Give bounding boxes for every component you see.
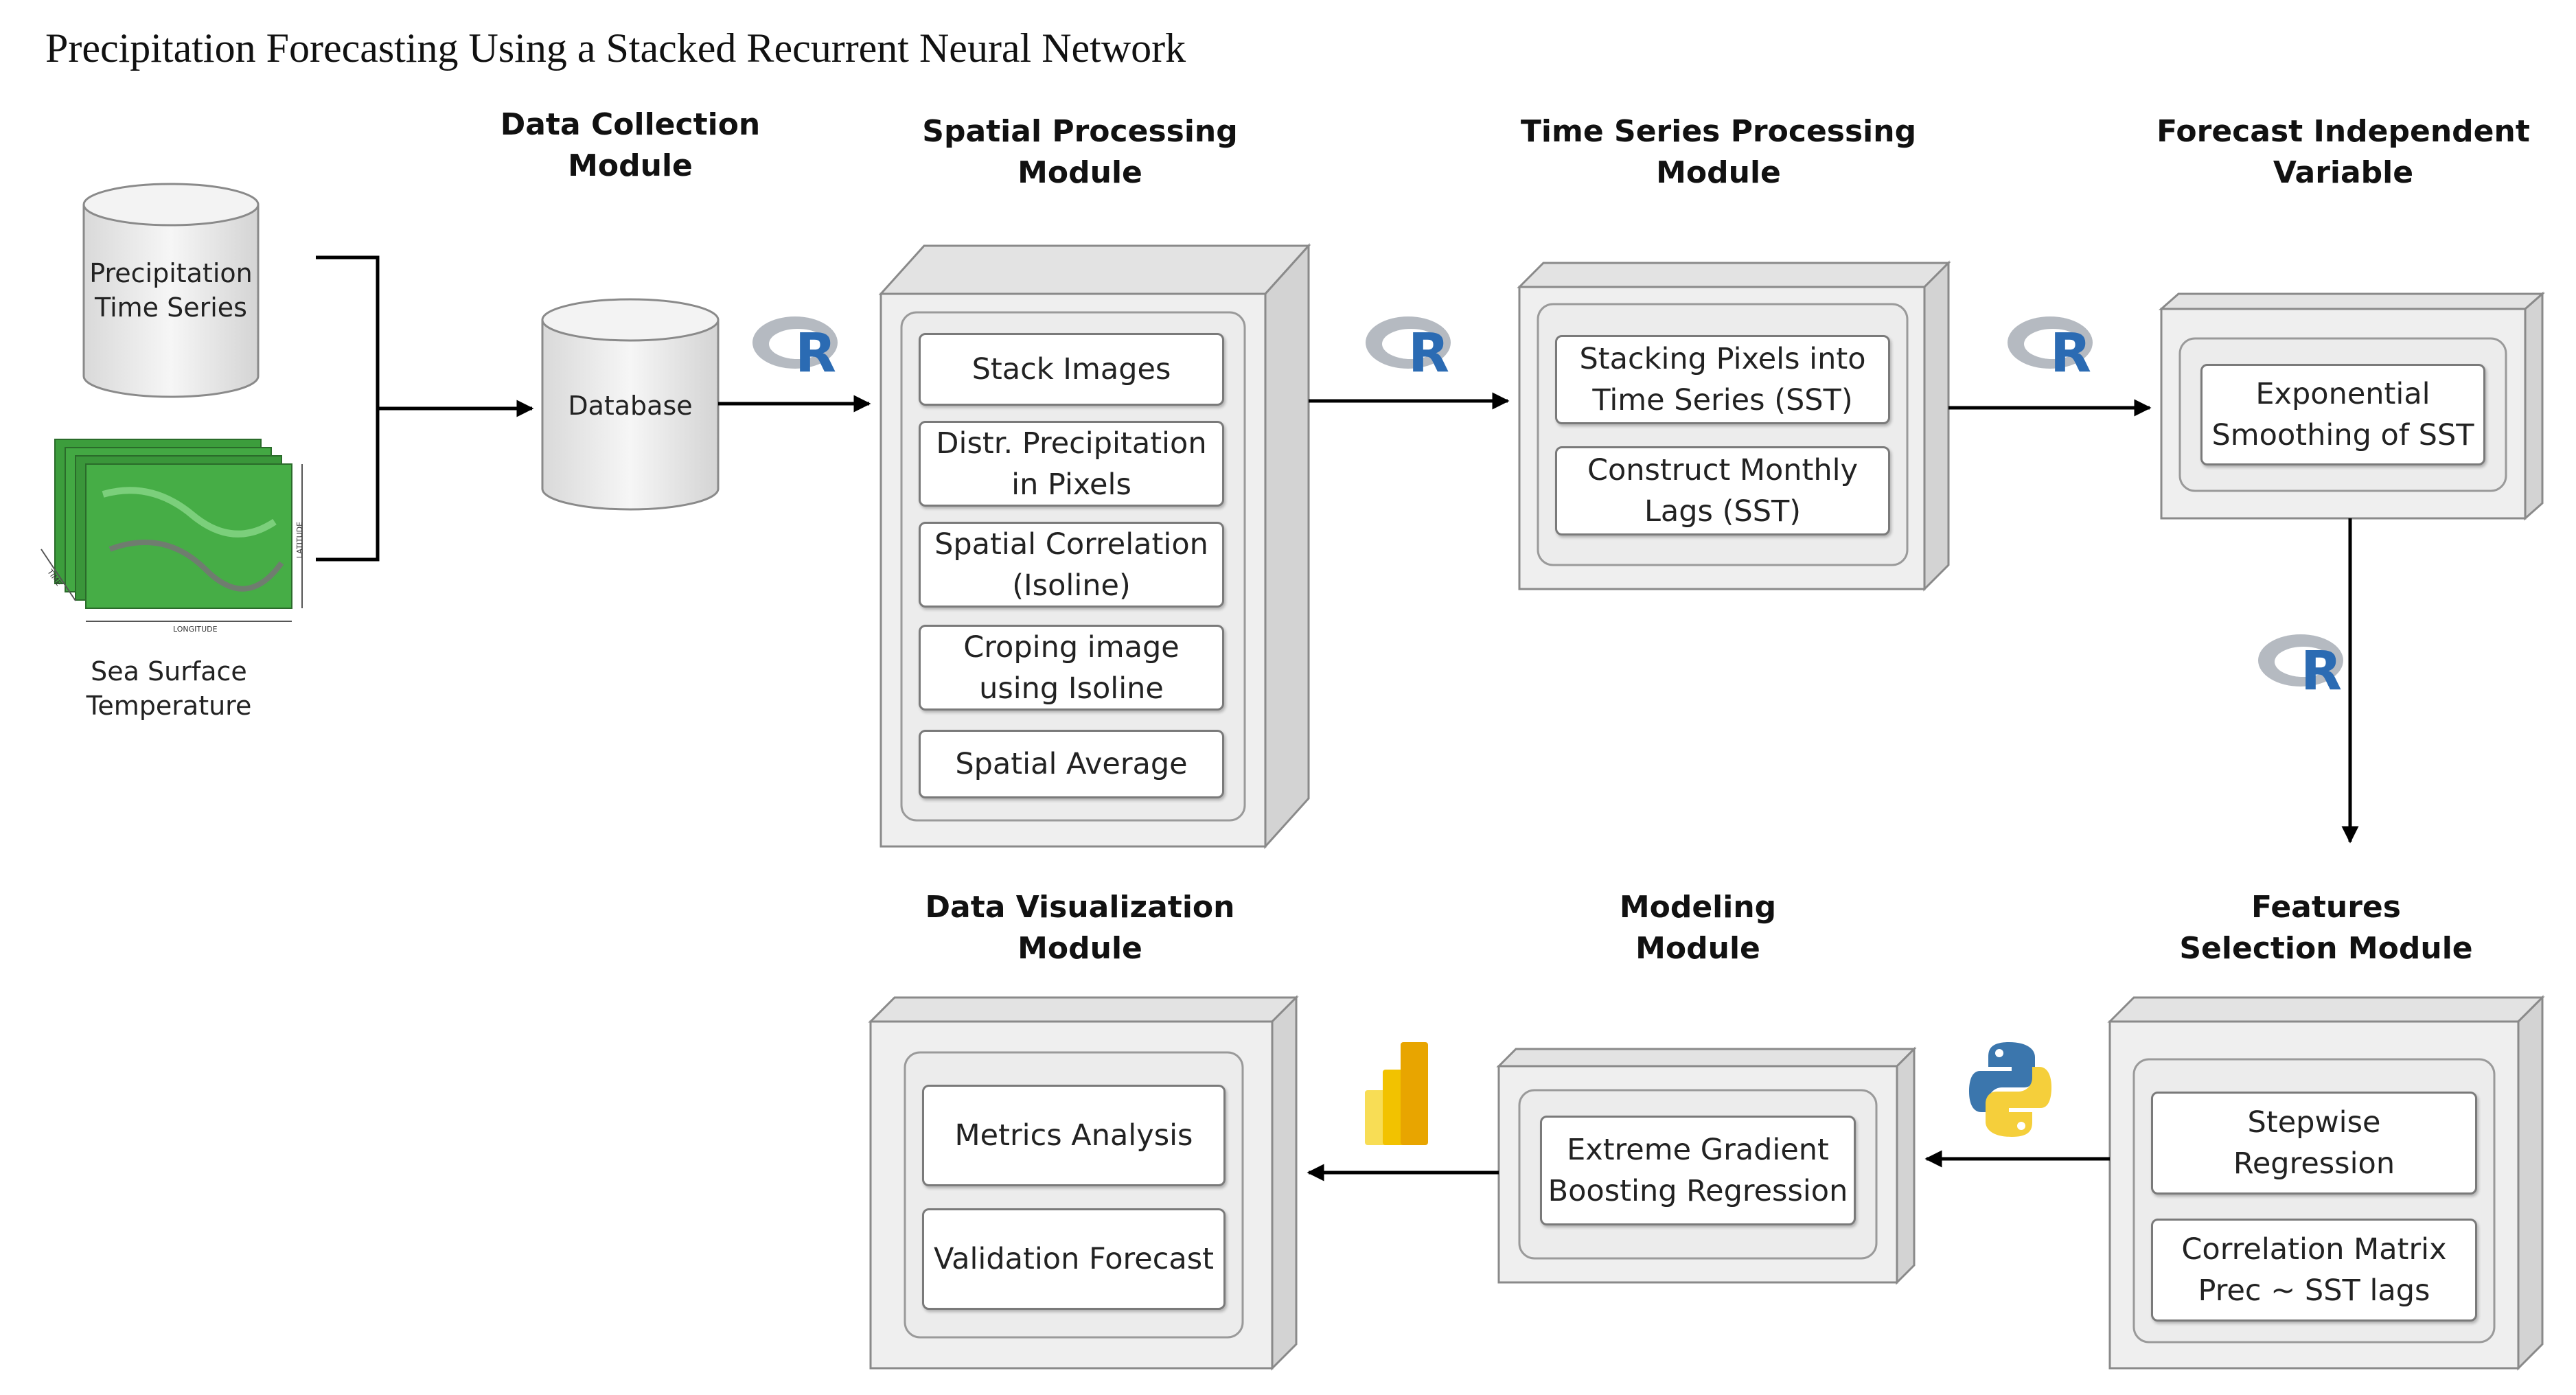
step-metrics-analysis: Metrics Analysis bbox=[922, 1085, 1226, 1186]
svg-text:R: R bbox=[1408, 323, 1449, 381]
step-spatial-correlation: Spatial Correlation (Isoline) bbox=[919, 522, 1224, 608]
step-validation-forecast: Validation Forecast bbox=[922, 1208, 1226, 1310]
modeling-heading: Modeling Module bbox=[1619, 890, 1777, 966]
svg-text:R: R bbox=[2050, 323, 2091, 381]
svg-text:R: R bbox=[795, 323, 836, 381]
python-icon bbox=[1969, 1042, 2051, 1137]
forecast-independent-heading: Forecast Independent Variable bbox=[2157, 114, 2530, 190]
features-selection-heading: Features Selection Module bbox=[2179, 890, 2473, 966]
sst-axis-latitude: LATITUDE bbox=[295, 521, 305, 559]
diagram-title: Precipitation Forecasting Using a Stacke… bbox=[45, 25, 1186, 71]
precipitation-cylinder bbox=[82, 183, 260, 398]
sst-image-stack bbox=[41, 439, 303, 622]
svg-text:R: R bbox=[2301, 641, 2342, 699]
database-cylinder bbox=[541, 298, 720, 511]
time-series-processing-heading: Time Series Processing Module bbox=[1520, 114, 1917, 190]
sst-label: Sea Surface Temperature bbox=[86, 656, 252, 721]
step-stacking-pixels: Stacking Pixels into Time Series (SST) bbox=[1555, 335, 1890, 424]
step-distr-precipitation: Distr. Precipitation in Pixels bbox=[919, 421, 1224, 507]
step-construct-monthly-lags: Construct Monthly Lags (SST) bbox=[1555, 446, 1890, 535]
step-exponential-smoothing: Exponential Smoothing of SST bbox=[2200, 364, 2485, 465]
database-label: Database bbox=[568, 391, 693, 421]
r-logo-icon: R bbox=[2254, 630, 2357, 702]
r-logo-icon: R bbox=[748, 312, 851, 384]
powerbi-icon bbox=[1365, 1042, 1428, 1145]
data-collection-heading: Data Collection Module bbox=[500, 107, 761, 183]
step-croping-image: Croping image using Isoline bbox=[919, 625, 1224, 711]
sst-axis-longitude: LONGITUDE bbox=[173, 625, 218, 634]
spatial-processing-heading: Spatial Processing Module bbox=[922, 114, 1238, 190]
step-spatial-average: Spatial Average bbox=[919, 730, 1224, 798]
precipitation-label: Precipitation Time Series bbox=[89, 258, 253, 323]
inputs-merge-connector bbox=[316, 255, 534, 562]
step-extreme-gradient-boosting: Extreme Gradient Boosting Regression bbox=[1540, 1116, 1856, 1225]
step-stepwise-regression: Stepwise Regression bbox=[2151, 1092, 2477, 1195]
time-series-processing-box bbox=[1517, 260, 1951, 592]
step-stack-images: Stack Images bbox=[919, 333, 1224, 406]
data-visualization-heading: Data Visualization Module bbox=[925, 890, 1235, 966]
r-logo-icon: R bbox=[2003, 312, 2106, 384]
step-correlation-matrix: Correlation Matrix Prec ~ SST lags bbox=[2151, 1219, 2477, 1322]
r-logo-icon: R bbox=[1361, 312, 1464, 384]
